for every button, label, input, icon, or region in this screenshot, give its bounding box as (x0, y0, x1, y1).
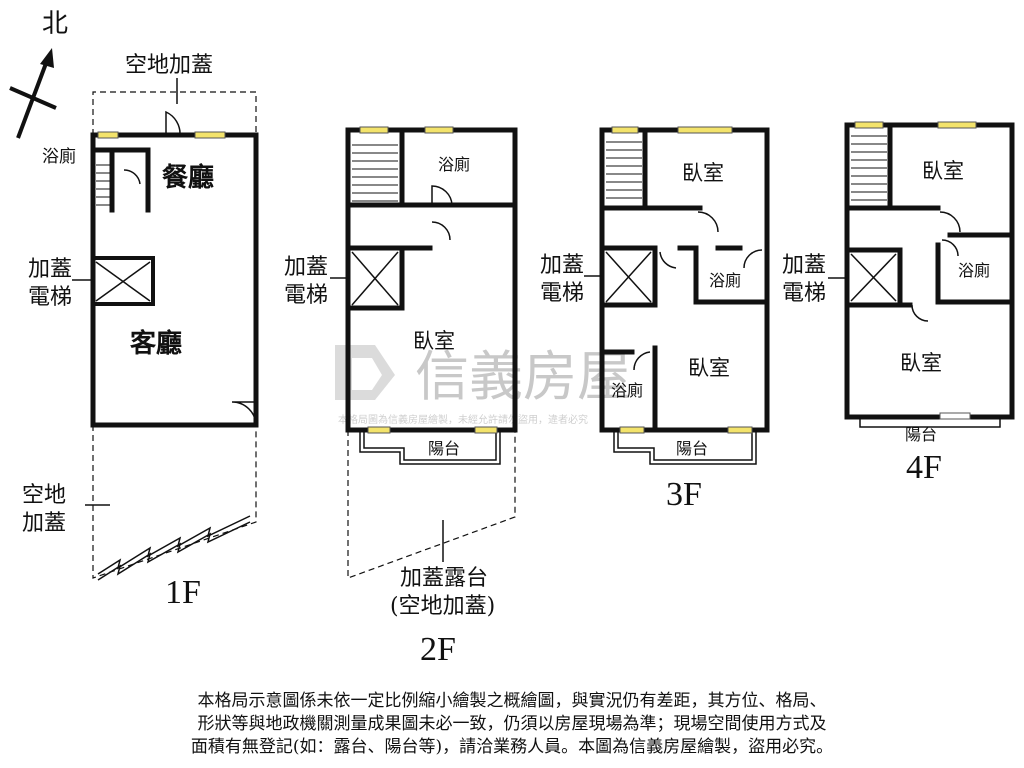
3f-bedroom-top-label: 臥室 (682, 161, 724, 185)
3f-door-hall (659, 251, 677, 269)
1f-door-front (231, 401, 257, 427)
extension-outline-top (92, 91, 257, 135)
2f-bath-label: 浴廁 (438, 155, 470, 174)
1f-door-top (165, 110, 181, 136)
2f-floor-label: 2F (420, 631, 456, 668)
floor-3f: 臥室 浴廁 臥室 浴廁 陽台 加蓋 電梯 3F (540, 126, 770, 513)
4f-bath-wall (935, 242, 1015, 305)
floor-1f: 浴廁 餐廳 客廳 空地加蓋 加蓋 電梯 空地 加蓋 1F (22, 53, 259, 611)
2f-balcony-label: 陽台 (428, 439, 460, 458)
1f-elevator-callout-2: 電梯 (28, 285, 72, 310)
2f-balcony-outline (359, 430, 501, 465)
watermark-subtext: 本格局圖為信義房屋繪製，未經允許請勿盜用，違者必究 (338, 413, 588, 426)
4f-outer-wall (844, 122, 1015, 420)
3f-balcony-label: 陽台 (676, 439, 708, 458)
disclaimer-line-3: 面積有無登記(如：露台、陽台等)，請洽業務人員。本圖為信義房屋繪製，盜用必究。 (190, 737, 834, 757)
1f-dining-label: 餐廳 (162, 162, 214, 193)
1f-bath-label: 浴廁 (42, 146, 76, 167)
north-arrow-icon (40, 48, 54, 68)
2f-elevator-wall (345, 245, 405, 311)
1f-top-callout: 空地加蓋 (125, 53, 213, 78)
2f-door-hall (431, 221, 451, 241)
3f-elevator-callout-1: 加蓋 (540, 253, 584, 278)
break-line-2 (97, 521, 251, 581)
floor-4f: 臥室 浴廁 臥室 陽台 加蓋 電梯 4F (782, 121, 1015, 486)
2f-balcony-inner (363, 430, 497, 461)
1f-floor-label: 1F (165, 574, 201, 611)
floor-plan-drawing: 信義房屋 本格局圖為信義房屋繪製，未經允許請勿盜用，違者必究 北 (9, 9, 1015, 668)
3f-elevator (605, 251, 652, 303)
2f-window-1 (359, 126, 389, 134)
3f-door-lower-bath (633, 351, 651, 371)
3f-window-2 (677, 126, 733, 134)
2f-elevator-callout-2: 電梯 (284, 283, 328, 308)
3f-window-1 (611, 126, 639, 134)
4f-door-lower (911, 304, 929, 322)
2f-terrace-callout-2: (空地加蓋) (390, 594, 495, 619)
disclaimer-line-2: 形狀等與地政機關測量成果圖未必一致，仍須以房屋現場為準；現場空間使用方式及 (197, 714, 827, 734)
2f-terrace-callout-1: 加蓋露台 (400, 566, 488, 591)
watermark-brand: 信義房屋 (415, 345, 631, 408)
watermark: 信義房屋 本格局圖為信義房屋繪製，未經允許請勿盜用，違者必究 (335, 345, 631, 426)
2f-window-3 (367, 426, 391, 434)
4f-window-2 (937, 121, 977, 129)
1f-side-callout-1: 空地 (22, 483, 66, 508)
3f-bath-wall (677, 245, 770, 305)
3f-bath-bottom-label: 浴廁 (611, 381, 643, 400)
1f-elevator-callout-1: 加蓋 (28, 257, 72, 282)
1f-window-1 (97, 131, 119, 139)
2f-window-2 (424, 126, 454, 134)
floor-2f: 浴廁 臥室 陽台 加蓋 電梯 加蓋露台 (空地加蓋) 2F (284, 126, 518, 668)
disclaimer-line-1: 本格局示意圖係未依一定比例縮小繪製之概繪圖，與實況仍有差距，其方位、格局、 (197, 691, 827, 711)
3f-stairs (606, 141, 642, 199)
2f-stairs (352, 144, 398, 202)
3f-elevator-callout-2: 電梯 (540, 281, 584, 306)
4f-door-bedroom (939, 211, 961, 233)
3f-elevator-wall (599, 245, 658, 308)
1f-side-callout-2: 加蓋 (22, 511, 66, 536)
4f-bedroom-bottom-label: 臥室 (900, 351, 942, 375)
1f-door-bath (123, 169, 141, 185)
4f-balcony-outline (859, 417, 1001, 428)
watermark-logo-icon (335, 345, 395, 400)
4f-stairs (851, 135, 887, 201)
3f-door-bedroom (697, 211, 719, 233)
4f-elevator (850, 253, 897, 302)
1f-living-label: 客廳 (130, 328, 182, 359)
4f-elevator-callout-2: 電梯 (782, 281, 826, 306)
2f-terrace-outline (347, 430, 516, 579)
3f-window-4 (727, 426, 753, 434)
2f-elevator-callout-1: 加蓋 (284, 255, 328, 280)
4f-sliding-door (939, 412, 971, 420)
4f-elevator-wall (844, 247, 903, 308)
north-label: 北 (42, 9, 68, 39)
1f-elevator (91, 256, 155, 306)
4f-window-1 (854, 121, 884, 129)
4f-balcony-label: 陽台 (905, 425, 937, 444)
4f-bedroom-top-label: 臥室 (922, 159, 964, 183)
break-line (97, 515, 251, 575)
3f-balcony-inner (617, 430, 753, 461)
2f-window-4 (474, 426, 498, 434)
3f-window-3 (619, 426, 645, 434)
north-compass: 北 (9, 9, 68, 139)
4f-bath-label: 浴廁 (958, 261, 990, 280)
2f-elevator (351, 251, 399, 306)
compass-crossbar (9, 86, 57, 110)
3f-balcony-outline (613, 430, 757, 465)
1f-window-2 (194, 131, 226, 139)
3f-bedroom-bottom-label: 臥室 (688, 356, 730, 380)
3f-door-bath (743, 249, 763, 269)
4f-elevator-callout-1: 加蓋 (782, 253, 826, 278)
3f-floor-label: 3F (666, 476, 702, 513)
extension-outline-bottom (92, 425, 257, 579)
2f-bedroom-label: 臥室 (413, 329, 455, 353)
2f-door-bath (431, 185, 453, 206)
4f-door-bath (941, 239, 959, 257)
1f-stairs (96, 164, 112, 206)
3f-bath-mid-label: 浴廁 (709, 271, 741, 290)
4f-floor-label: 4F (906, 449, 942, 486)
disclaimer: 本格局示意圖係未依一定比例縮小繪製之概繪圖，與實況仍有差距，其方位、格局、 形狀… (0, 690, 1024, 759)
